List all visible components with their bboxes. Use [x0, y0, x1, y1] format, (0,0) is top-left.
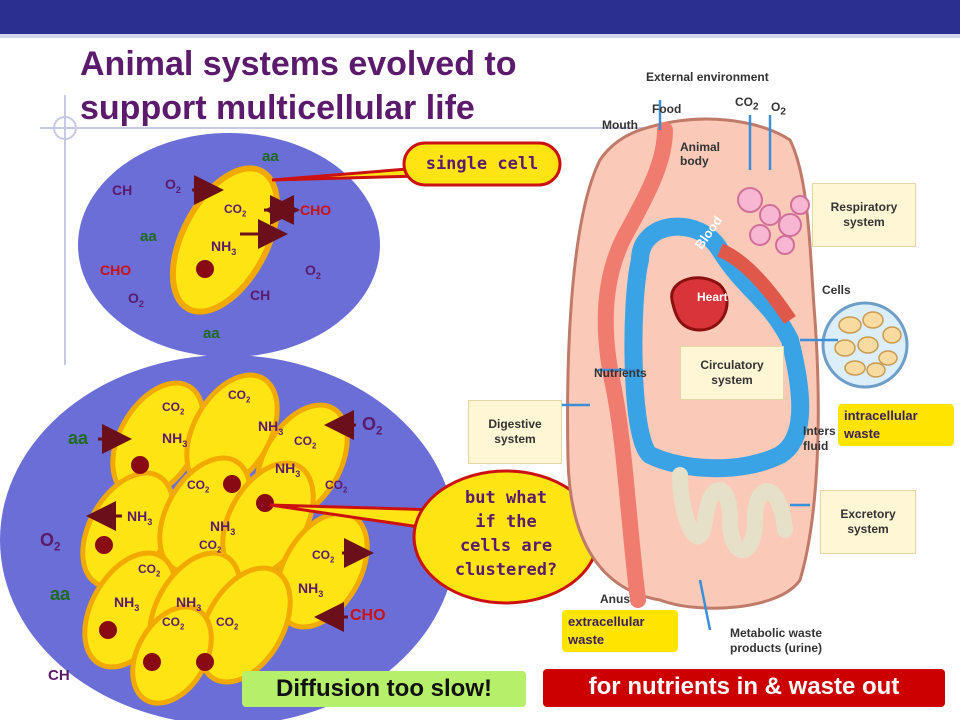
blood-vessel-red	[717, 243, 796, 324]
cluster-callout-line-1: but what	[465, 488, 547, 508]
heart-shape	[670, 276, 729, 332]
cluster-callout-line-2: if the	[475, 512, 537, 532]
label-co2: CO2	[325, 478, 348, 495]
single-cell-callout-shape	[402, 141, 562, 187]
label-food: Food	[652, 102, 682, 116]
label-nh3: NH3	[114, 594, 140, 613]
cluster-nuclei	[95, 456, 274, 671]
label-nutrients: Nutrients	[594, 366, 647, 380]
excretory-tubules	[672, 467, 793, 558]
single-cell-callout-text: single cell	[425, 154, 539, 174]
label-co2: CO2	[162, 400, 185, 417]
cluster-nucleus	[223, 475, 241, 493]
circulatory-loop	[624, 217, 810, 478]
label-nh3: NH3	[210, 518, 236, 537]
label-co2: CO2	[294, 434, 317, 451]
label-nh3: NH3	[176, 594, 202, 613]
label-ch: CH	[48, 667, 70, 684]
cluster-nucleus	[95, 536, 113, 554]
label-co2: CO2	[187, 478, 210, 495]
label-aa: aa	[262, 148, 279, 165]
label-heart: Heart	[697, 290, 728, 304]
label-nh3: NH3	[211, 238, 237, 257]
nutrients-waste-badge: for nutrients in & waste out	[543, 669, 945, 707]
label-anus: Anus	[600, 592, 630, 606]
cluster-nucleus	[131, 456, 149, 474]
label-aa: aa	[50, 584, 71, 604]
label-aa: aa	[140, 228, 157, 245]
label-nh3: NH3	[258, 418, 284, 437]
label-external-environment: External environment	[646, 70, 769, 84]
label-nh3: NH3	[162, 430, 188, 449]
title-line-1: Animal systems evolved to	[80, 45, 517, 83]
label-ch: CH	[250, 287, 271, 303]
cluster-cell	[197, 565, 293, 685]
label-mouth: Mouth	[602, 118, 638, 132]
label-co2: CO2	[162, 615, 185, 632]
label-o2: O2	[305, 262, 321, 281]
cluster-nucleus	[256, 494, 274, 512]
label-cho: CHO	[100, 262, 132, 278]
slide-crosshair-icon	[53, 116, 77, 140]
label-co2-external: CO2	[735, 95, 759, 113]
diagram-arrows	[530, 100, 838, 631]
label-co2: CO2	[199, 538, 222, 555]
cluster-callout-line-4: clustered?	[454, 560, 558, 580]
label-cells: Cells	[822, 283, 851, 297]
slide-guide-vertical	[64, 95, 66, 365]
top-banner	[0, 0, 960, 34]
label-o2: O2	[40, 530, 61, 554]
single-cell-nucleus	[196, 260, 214, 278]
cluster-cell	[130, 604, 214, 706]
label-nh3: NH3	[275, 460, 301, 479]
top-banner-stripe	[0, 34, 960, 38]
label-o2: O2	[362, 414, 383, 438]
title-line-2: support multicellular life	[80, 89, 475, 127]
slide-title: Animal systems evolved to support multic…	[80, 42, 600, 130]
label-aa: aa	[68, 428, 89, 448]
label-o2: O2	[128, 290, 144, 309]
label-co2: CO2	[138, 562, 161, 579]
cluster-callout-text: but what if the cells are clustered?	[420, 486, 592, 582]
label-cho: CHO	[350, 607, 386, 624]
slide-guide-horizontal	[40, 127, 700, 129]
label-nh3: NH3	[298, 580, 324, 599]
diffusion-too-slow-badge: Diffusion too slow!	[242, 671, 526, 707]
respiratory-tree	[737, 187, 810, 255]
label-co2: CO2	[224, 202, 247, 219]
cluster-nucleus	[99, 621, 117, 639]
digestive-tract	[597, 122, 673, 608]
cells-pattern	[834, 311, 902, 378]
cluster-nucleus	[196, 653, 214, 671]
label-o2: O2	[165, 176, 181, 195]
cluster-nucleus	[143, 653, 161, 671]
label-cho: CHO	[300, 202, 332, 218]
label-o2-external: O2	[771, 100, 786, 118]
cluster-callout-line-3: cells are	[459, 536, 553, 556]
label-aa: aa	[203, 325, 220, 342]
label-ch: CH	[112, 182, 133, 198]
label-co2: CO2	[312, 548, 335, 565]
label-co2: CO2	[228, 388, 251, 405]
label-nh3: NH3	[127, 508, 153, 527]
label-co2: CO2	[216, 615, 239, 632]
